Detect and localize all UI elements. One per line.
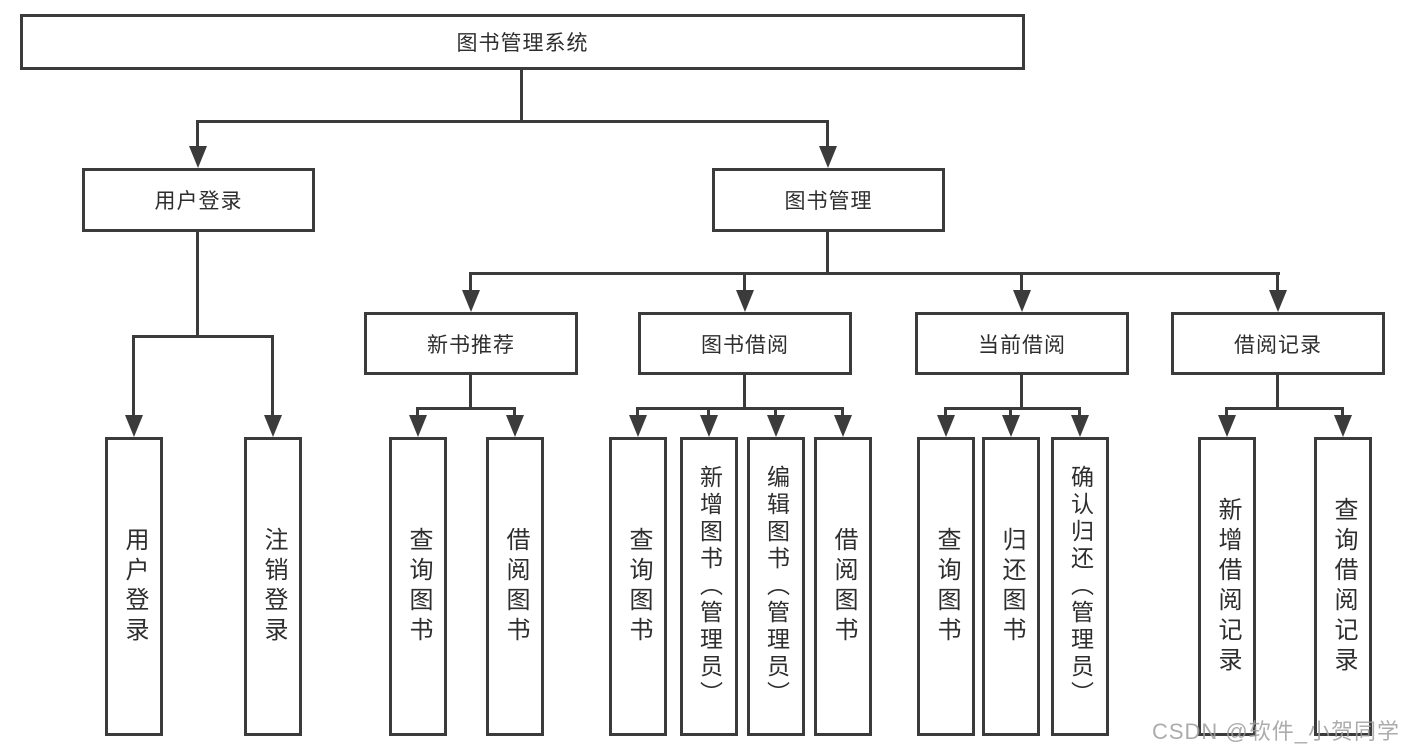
connector-level3-bar [470, 272, 1280, 275]
arrowhead-e1 [1218, 415, 1236, 437]
connector-new-book-recommend-bar [417, 407, 516, 410]
connector-current-borrowing-drop [1020, 375, 1023, 410]
node-leaf-confirm-return-admin: 确认归还（管理员） [1051, 437, 1109, 736]
arrowhead-c2 [700, 415, 718, 437]
connector-stem-e1 [1225, 407, 1228, 419]
node-book-management-label: 图书管理 [784, 190, 873, 213]
arrowhead-borrowing-records [1269, 290, 1287, 312]
node-leaf-add-book-admin-label: 新增图书（管理员） [696, 465, 723, 708]
node-leaf-borrow-book-1: 借阅图书 [486, 437, 544, 736]
node-leaf-query-borrow-record: 查询借阅记录 [1314, 437, 1372, 736]
node-root-label: 图书管理系统 [456, 32, 589, 55]
arrowhead-c1 [629, 415, 647, 437]
node-book-management: 图书管理 [712, 168, 945, 232]
node-leaf-confirm-return-admin-label: 确认归还（管理员） [1067, 465, 1094, 708]
arrowhead-d1 [937, 415, 955, 437]
node-leaf-query-borrow-record-label: 查询借阅记录 [1330, 496, 1357, 677]
arrowhead-e2 [1334, 415, 1352, 437]
node-current-borrowing-label: 当前借阅 [978, 333, 1066, 357]
connector-stem-b2 [513, 407, 516, 419]
arrowhead-user-login [189, 146, 207, 168]
node-leaf-query-book-2: 查询图书 [609, 437, 667, 736]
connector-stem-c3 [774, 407, 777, 419]
connector-stem-c1 [636, 407, 639, 419]
connector-book-borrowing-bar [637, 407, 844, 410]
connector-stem-d2 [1009, 407, 1012, 419]
node-leaf-edit-book-admin-label: 编辑图书（管理员） [763, 465, 790, 708]
connector-stem-c2 [707, 407, 710, 419]
node-leaf-borrow-book-2-label: 借阅图书 [830, 526, 857, 647]
arrowhead-c3 [767, 415, 785, 437]
connector-borrowing-records-drop [1276, 375, 1279, 410]
node-user-login: 用户登录 [82, 168, 315, 232]
arrowhead-current-borrowing [1013, 290, 1031, 312]
node-leaf-user-login-label: 用户登录 [121, 526, 148, 647]
watermark: CSDN @软件_小贺同学 [1151, 719, 1400, 744]
node-leaf-edit-book-admin: 编辑图书（管理员） [747, 437, 805, 736]
node-leaf-logout-label: 注销登录 [260, 526, 287, 647]
node-leaf-query-book-1-label: 查询图书 [405, 526, 432, 647]
node-leaf-add-book-admin: 新增图书（管理员） [680, 437, 738, 736]
arrowhead-b2 [506, 415, 524, 437]
node-borrowing-records: 借阅记录 [1171, 312, 1385, 375]
node-user-login-label: 用户登录 [154, 190, 243, 213]
node-leaf-add-borrow-record: 新增借阅记录 [1198, 437, 1256, 736]
connector-stem-d1 [944, 407, 947, 419]
arrowhead-book-management [819, 146, 837, 168]
arrowhead-d3 [1071, 415, 1089, 437]
node-leaf-borrow-book-1-label: 借阅图书 [502, 526, 529, 647]
connector-stem-user-login [196, 120, 199, 150]
connector-stem-current-borrowing [1020, 272, 1023, 294]
connector-stem-borrowing-records [1276, 272, 1279, 294]
node-leaf-query-book-3: 查询图书 [917, 437, 975, 736]
node-current-borrowing: 当前借阅 [915, 312, 1129, 375]
node-leaf-return-book: 归还图书 [982, 437, 1040, 736]
connector-stem-new-book-recommend [469, 272, 472, 294]
arrowhead-leaf-user-login [125, 415, 143, 437]
node-new-book-recommend: 新书推荐 [364, 312, 578, 375]
arrowhead-book-borrowing [736, 290, 754, 312]
connector-stem-b1 [416, 407, 419, 419]
node-new-book-recommend-label: 新书推荐 [427, 333, 515, 357]
connector-borrowing-records-bar [1226, 407, 1344, 410]
connector-current-borrowing-bar [945, 407, 1081, 410]
arrowhead-leaf-logout [264, 415, 282, 437]
node-leaf-query-book-3-label: 查询图书 [933, 526, 960, 647]
connector-stem-book-borrowing [743, 272, 746, 294]
connector-book-management-drop [826, 232, 829, 275]
arrowhead-c4 [834, 415, 852, 437]
node-leaf-query-book-1: 查询图书 [389, 437, 447, 736]
node-leaf-logout: 注销登录 [244, 437, 302, 736]
connector-stem-e2 [1341, 407, 1344, 419]
node-leaf-query-book-2-label: 查询图书 [625, 526, 652, 647]
connector-stem-d3 [1078, 407, 1081, 419]
node-leaf-return-book-label: 归还图书 [998, 526, 1025, 647]
connector-book-borrowing-drop [743, 375, 746, 410]
arrowhead-b1 [409, 415, 427, 437]
connector-new-book-recommend-drop [469, 375, 472, 410]
connector-user-login-bar [133, 335, 274, 338]
arrowhead-d2 [1002, 415, 1020, 437]
connector-root-drop [520, 70, 523, 123]
connector-level2-bar [197, 120, 829, 123]
connector-stem-c4 [841, 407, 844, 419]
node-leaf-user-login: 用户登录 [105, 437, 163, 736]
node-root: 图书管理系统 [20, 14, 1025, 70]
arrowhead-new-book-recommend [462, 290, 480, 312]
node-book-borrowing-label: 图书借阅 [701, 333, 789, 357]
node-borrowing-records-label: 借阅记录 [1234, 333, 1322, 357]
connector-user-login-drop [196, 232, 199, 338]
node-leaf-add-borrow-record-label: 新增借阅记录 [1214, 496, 1241, 677]
connector-stem-leaf-logout [271, 335, 274, 419]
node-book-borrowing: 图书借阅 [638, 312, 852, 375]
node-leaf-borrow-book-2: 借阅图书 [814, 437, 872, 736]
connector-stem-leaf-user-login [132, 335, 135, 419]
connector-stem-book-management [826, 120, 829, 150]
